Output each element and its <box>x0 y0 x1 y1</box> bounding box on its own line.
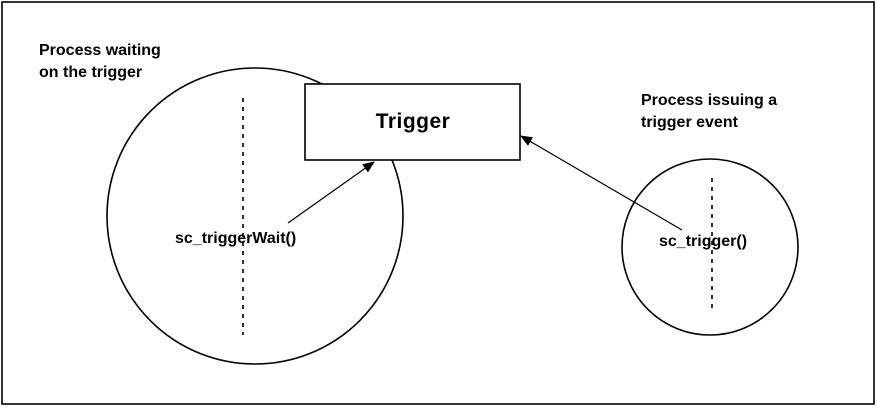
waiting-process-caption: Process waiting on the trigger <box>39 42 161 81</box>
trigger-label: Trigger <box>375 110 451 133</box>
outer-frame <box>1 1 875 405</box>
trigger-call-label: sc_trigger() <box>659 233 748 250</box>
issuing-process-circle <box>621 158 799 336</box>
wait-arrow <box>287 161 375 224</box>
trigger-wait-call-label: sc_triggerWait() <box>175 230 297 247</box>
issuing-process-caption: Process issuing a trigger event <box>641 92 778 131</box>
trigger-box <box>304 83 521 161</box>
trigger-arrow <box>520 135 683 231</box>
